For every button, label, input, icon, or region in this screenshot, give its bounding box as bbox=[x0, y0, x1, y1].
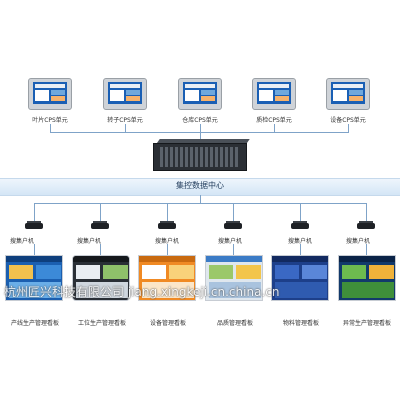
server-rack-icon bbox=[153, 143, 247, 171]
connector-line bbox=[50, 124, 51, 132]
board-label: 工位生产管理看板 bbox=[77, 320, 126, 327]
gateway-device-icon bbox=[25, 221, 43, 229]
terminal-screen bbox=[33, 82, 67, 104]
gateway-device-icon bbox=[224, 221, 242, 229]
cps-unit-label: 仓库CPS单元 bbox=[182, 117, 218, 124]
board-label: 产线生产管理看板 bbox=[10, 320, 59, 327]
cps-unit-label: 设备CPS单元 bbox=[330, 117, 366, 124]
connector-line bbox=[274, 124, 275, 132]
quality-board-screen bbox=[205, 255, 263, 301]
bottom-bus-line bbox=[34, 203, 367, 204]
gateway-label: 搜集户机 bbox=[288, 238, 313, 245]
cps-unit-label: 叶片CPS单元 bbox=[32, 117, 68, 124]
gateway-device-icon bbox=[91, 221, 109, 229]
equipment-board-screen bbox=[138, 255, 196, 301]
connector-line bbox=[300, 244, 301, 255]
connector-line bbox=[348, 124, 349, 132]
connector-line bbox=[167, 244, 168, 255]
production-line-board-screen bbox=[5, 255, 63, 301]
cps-terminal-3 bbox=[178, 78, 222, 110]
connector-line bbox=[167, 203, 168, 223]
gateway-label: 搜集户机 bbox=[218, 238, 243, 245]
connector-line bbox=[366, 244, 367, 255]
gateway-label: 搜集户机 bbox=[10, 238, 35, 245]
gateway-label: 搜集户机 bbox=[155, 238, 180, 245]
board-label: 设备管理看板 bbox=[149, 320, 186, 327]
gateway-device-icon bbox=[291, 221, 309, 229]
connector-line bbox=[34, 203, 35, 223]
gateway-device-icon bbox=[357, 221, 375, 229]
exception-board-screen bbox=[338, 255, 396, 301]
board-label: 品质管理看板 bbox=[216, 320, 253, 327]
connector-line bbox=[233, 203, 234, 223]
workstation-board-screen bbox=[72, 255, 130, 301]
connector-line bbox=[366, 203, 367, 223]
cps-terminal-1 bbox=[28, 78, 72, 110]
cps-terminal-4 bbox=[252, 78, 296, 110]
terminal-screen bbox=[331, 82, 365, 104]
cps-unit-label: 质检CPS单元 bbox=[256, 117, 292, 124]
material-board-screen bbox=[271, 255, 329, 301]
connector-line bbox=[100, 203, 101, 223]
gateway-label: 搜集户机 bbox=[346, 238, 371, 245]
connector-line bbox=[200, 195, 201, 203]
connector-line bbox=[100, 244, 101, 255]
board-label: 异常生产管理看板 bbox=[342, 320, 391, 327]
gateway-label: 搜集户机 bbox=[77, 238, 102, 245]
terminal-screen bbox=[183, 82, 217, 104]
terminal-screen bbox=[257, 82, 291, 104]
connector-line bbox=[300, 203, 301, 223]
watermark: 杭州匠兴科技有限公司 jiang.xingkeji.cn.china.cn bbox=[4, 285, 280, 299]
connector-line bbox=[125, 124, 126, 132]
terminal-screen bbox=[108, 82, 142, 104]
connector-line bbox=[200, 124, 201, 139]
cps-terminal-5 bbox=[326, 78, 370, 110]
cps-unit-label: 转子CPS单元 bbox=[107, 117, 143, 124]
connector-line bbox=[233, 244, 234, 255]
board-label: 物料管理看板 bbox=[282, 320, 319, 327]
gateway-device-icon bbox=[158, 221, 176, 229]
cps-terminal-2 bbox=[103, 78, 147, 110]
connector-line bbox=[34, 244, 35, 255]
top-bus-line bbox=[50, 132, 349, 133]
data-center-label: 集控数据中心 bbox=[176, 181, 224, 190]
